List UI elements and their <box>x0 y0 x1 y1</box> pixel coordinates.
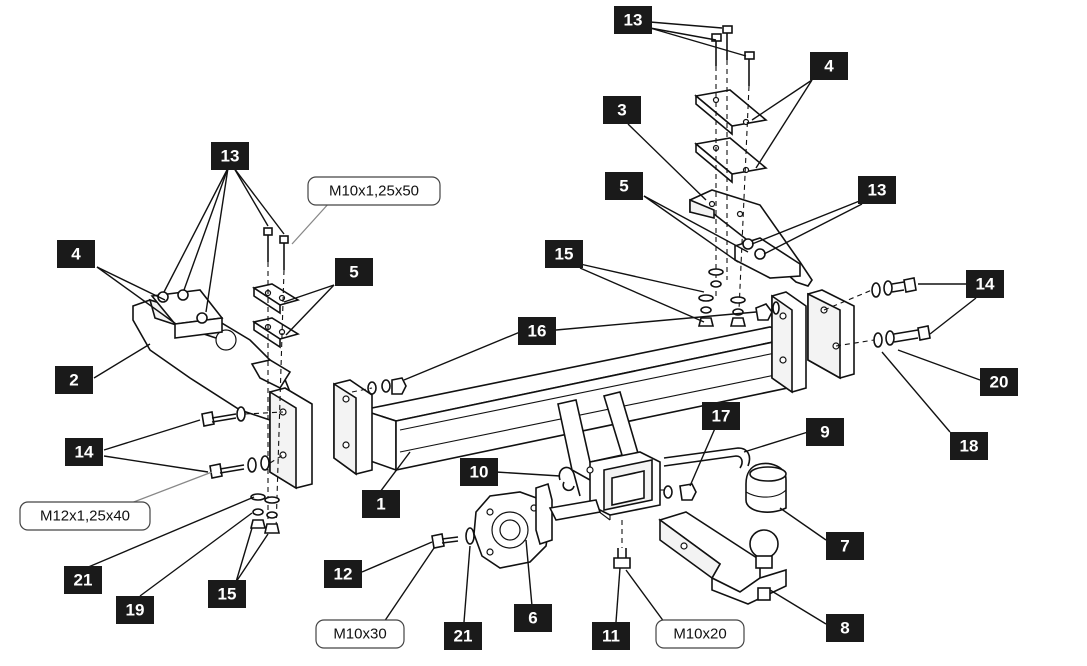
svg-text:M10x20: M10x20 <box>673 626 726 643</box>
left-horizontal-bolts-14 <box>201 406 284 479</box>
svg-text:13: 13 <box>624 11 643 30</box>
right-plates-4 <box>694 89 768 184</box>
right-end-plate <box>771 291 807 394</box>
part-label-7: 7 <box>826 532 864 560</box>
part-label-1: 1 <box>362 490 400 518</box>
part-label-18: 18 <box>950 432 988 460</box>
spec-callout-m10x30: M10x30 <box>315 619 405 649</box>
part-label-6: 6 <box>514 604 552 632</box>
part-label-21-left: 21 <box>64 566 102 594</box>
svg-text:5: 5 <box>349 263 358 282</box>
part-label-20: 20 <box>980 368 1018 396</box>
ball-mount-8 <box>658 511 787 605</box>
svg-text:4: 4 <box>71 245 81 264</box>
bolt-11 <box>613 520 631 569</box>
svg-text:12: 12 <box>334 565 353 584</box>
part-label-13-left: 13 <box>211 142 249 170</box>
part-label-5-right: 5 <box>605 172 643 200</box>
part-label-16: 16 <box>518 317 556 345</box>
svg-text:20: 20 <box>990 373 1009 392</box>
svg-text:5: 5 <box>619 177 628 196</box>
svg-text:13: 13 <box>868 181 887 200</box>
left-long-bolts <box>263 227 289 531</box>
svg-text:21: 21 <box>74 571 93 590</box>
part-label-14-right: 14 <box>966 270 1004 298</box>
svg-text:14: 14 <box>75 443 94 462</box>
svg-text:15: 15 <box>555 245 574 264</box>
hitch-receiver <box>557 391 661 521</box>
part-label-10: 10 <box>460 458 498 486</box>
part-label-13-right: 13 <box>858 176 896 204</box>
right-bolts-13 <box>711 25 766 311</box>
part-label-2: 2 <box>55 366 93 394</box>
part-label-14-left: 14 <box>65 438 103 466</box>
svg-text:6: 6 <box>528 609 537 628</box>
part-label-21-bottom: 21 <box>444 622 482 650</box>
svg-text:3: 3 <box>617 101 626 120</box>
left-nut-stack <box>249 493 280 534</box>
right-nut-stack-15 <box>697 268 747 327</box>
left-spacer-plates-5 <box>251 283 300 349</box>
spec-callout-m10x125x50: M10x1,25x50 <box>307 176 441 206</box>
spec-callout-m10x20: M10x20 <box>655 619 745 649</box>
svg-text:19: 19 <box>126 601 145 620</box>
ball-cover-7 <box>745 462 787 513</box>
svg-text:M10x30: M10x30 <box>333 626 386 643</box>
right-nut-16 <box>755 301 780 321</box>
part-label-8: 8 <box>826 614 864 642</box>
svg-text:1: 1 <box>376 495 385 514</box>
svg-text:9: 9 <box>820 423 829 442</box>
svg-text:11: 11 <box>602 627 620 646</box>
svg-text:14: 14 <box>976 275 995 294</box>
svg-text:8: 8 <box>840 619 849 638</box>
svg-text:2: 2 <box>69 371 78 390</box>
part-label-15-left: 15 <box>208 580 246 608</box>
bracket-for-socket <box>548 499 602 521</box>
socket-plate-6 <box>473 482 553 569</box>
part-label-4-left: 4 <box>57 240 95 268</box>
svg-text:10: 10 <box>470 463 489 482</box>
left-end-plate <box>333 379 373 476</box>
pin-9 <box>663 447 751 469</box>
svg-text:16: 16 <box>528 322 547 341</box>
svg-text:15: 15 <box>218 585 237 604</box>
bolt-12 <box>431 527 475 549</box>
nut-17 <box>660 483 697 501</box>
part-label-3: 3 <box>603 96 641 124</box>
svg-text:21: 21 <box>454 627 473 646</box>
right-side-bracket-3 <box>689 189 855 380</box>
svg-text:17: 17 <box>712 407 731 426</box>
svg-text:7: 7 <box>840 537 849 556</box>
part-label-13-top-right: 13 <box>614 6 652 34</box>
beam-left-washers-16 <box>351 377 407 395</box>
part-label-19: 19 <box>116 596 154 624</box>
left-bolts-13 <box>157 289 208 324</box>
part-label-5-left: 5 <box>335 258 373 286</box>
svg-text:18: 18 <box>960 437 979 456</box>
svg-text:M12x1,25x40: M12x1,25x40 <box>40 508 130 525</box>
spec-callout-m12x125x40: M12x1,25x40 <box>19 501 151 531</box>
part-label-9: 9 <box>806 418 844 446</box>
svg-text:4: 4 <box>824 57 834 76</box>
right-horizontal-bolts-14 <box>823 277 931 348</box>
part-label-17: 17 <box>702 402 740 430</box>
svg-text:M10x1,25x50: M10x1,25x50 <box>329 183 419 200</box>
part-label-12: 12 <box>324 560 362 588</box>
svg-text:13: 13 <box>221 147 240 166</box>
part-label-15-right: 15 <box>545 240 583 268</box>
part-label-4-right: 4 <box>810 52 848 80</box>
part-label-11: 11 <box>592 622 630 650</box>
